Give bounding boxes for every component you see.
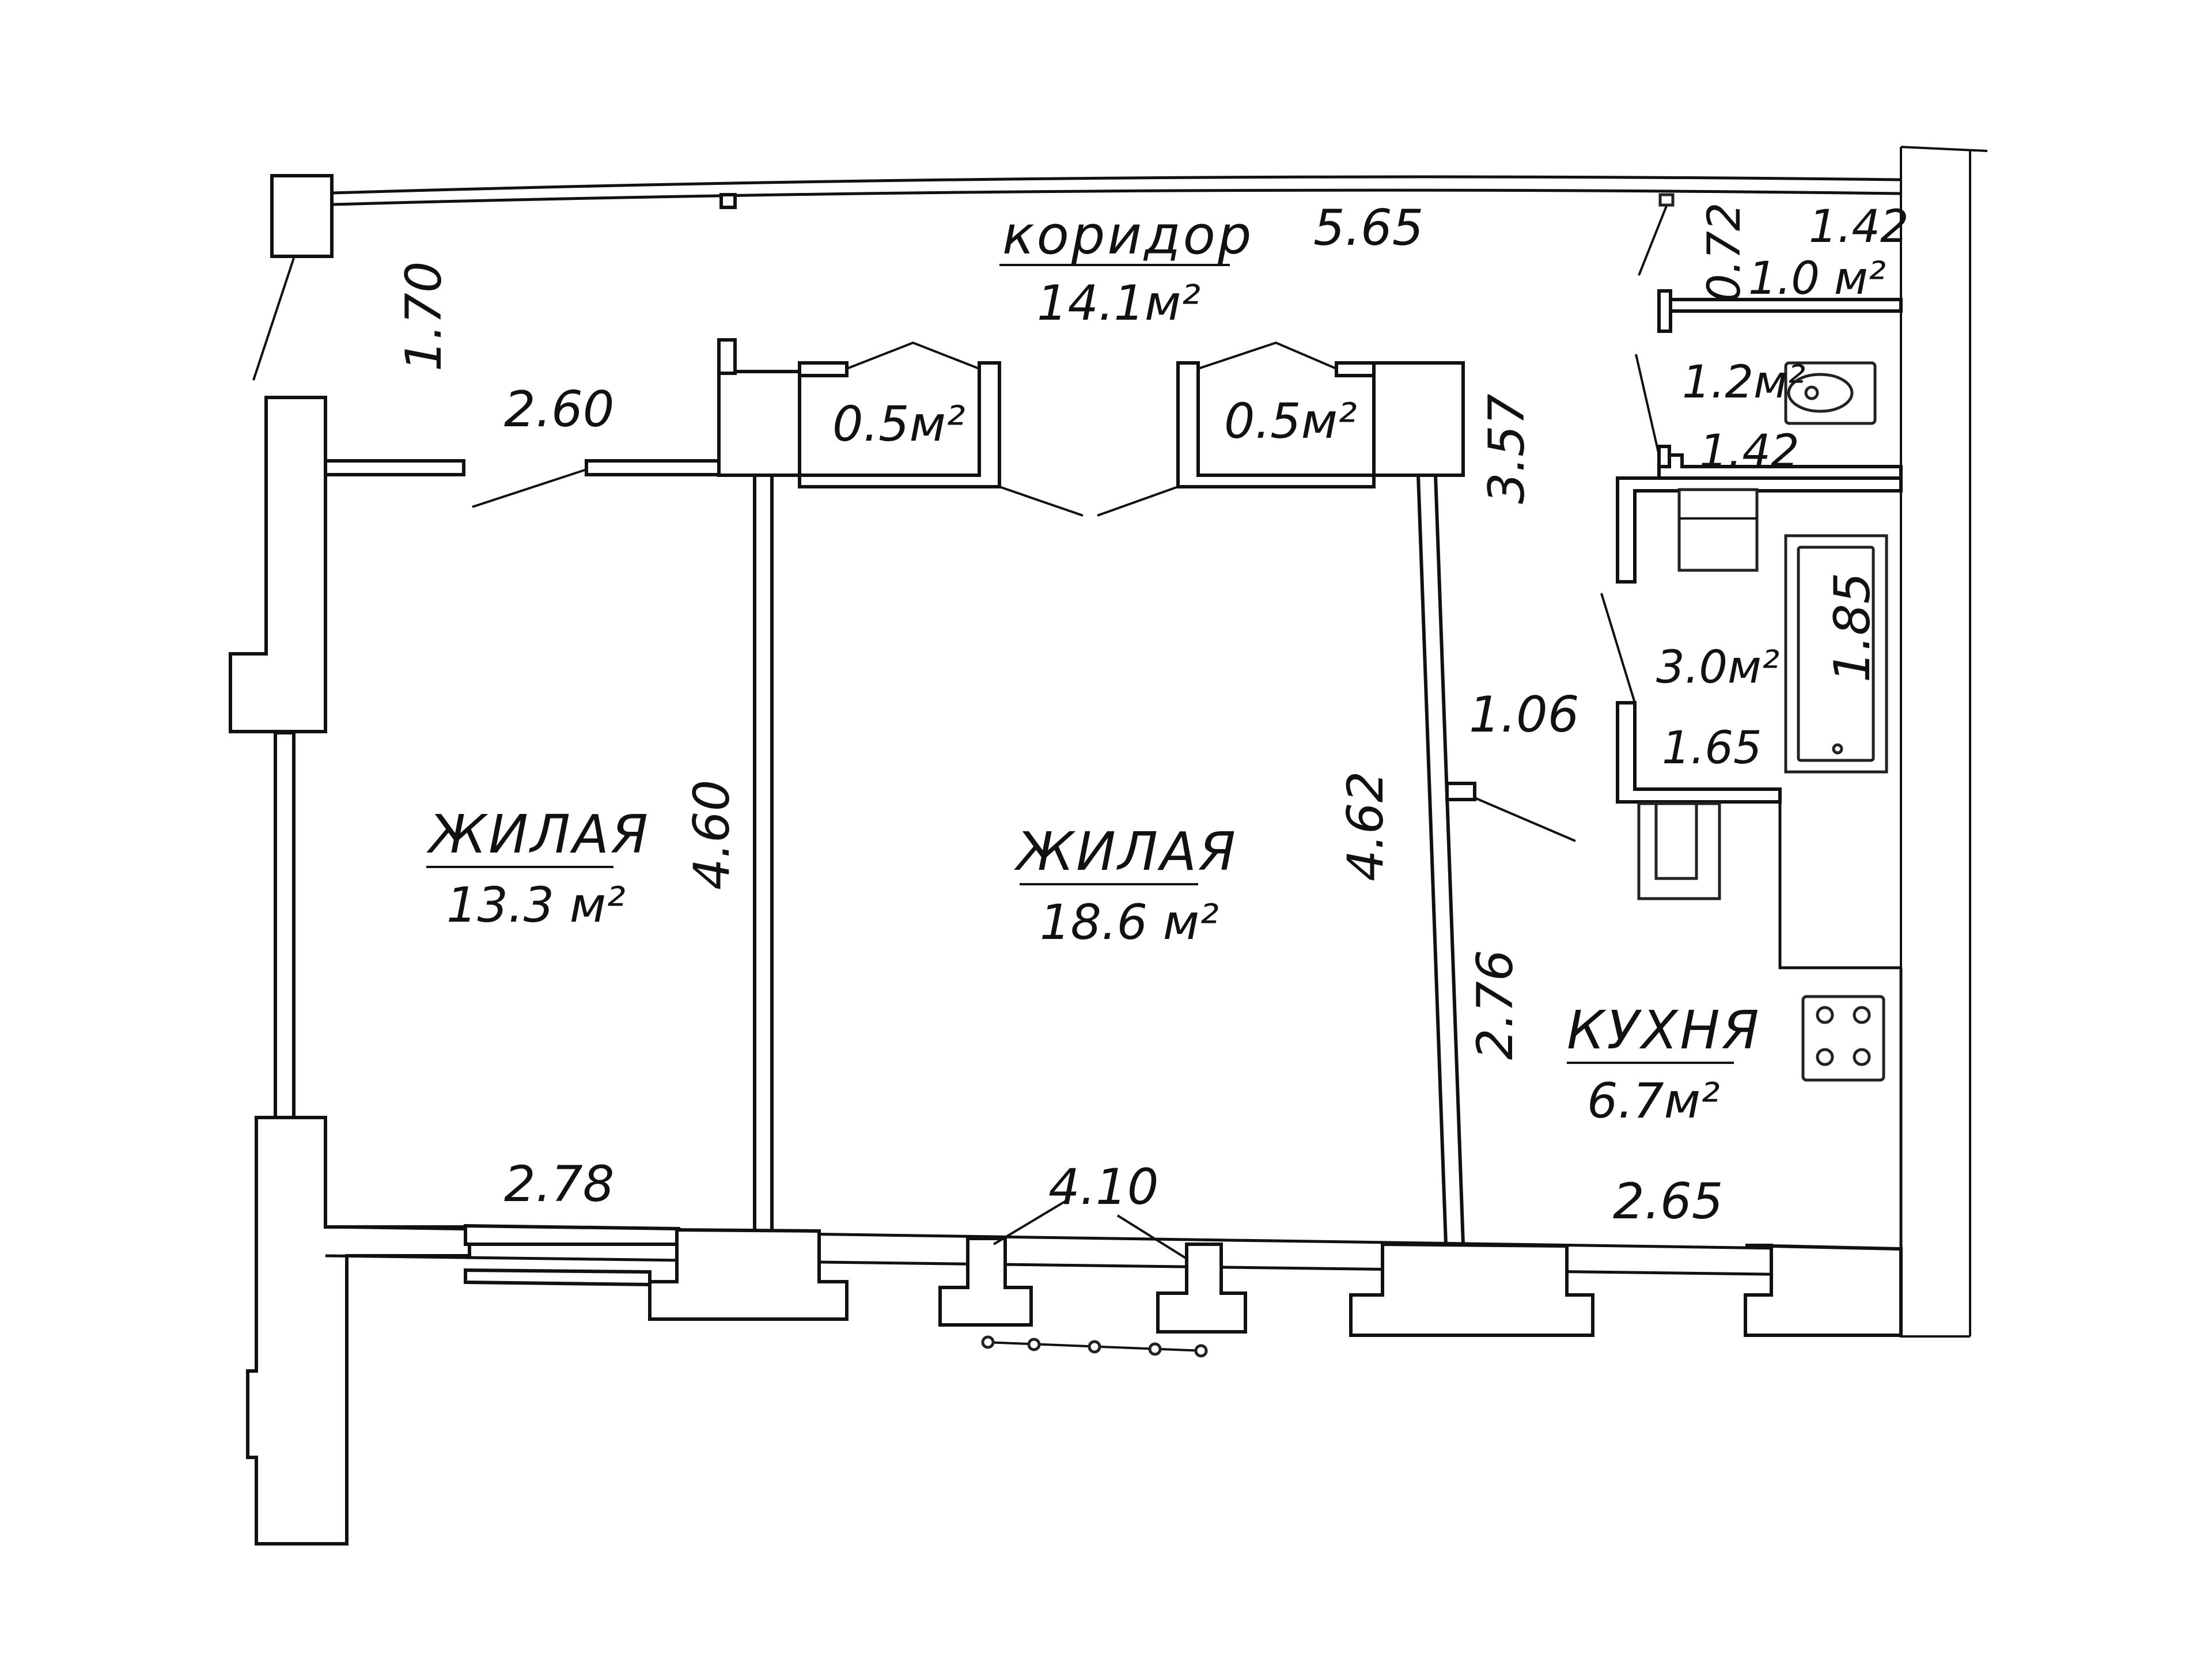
partition-center-kitchen [1416,474,1576,1246]
entrance-door-swing [252,257,295,381]
sanitary-block [1600,193,1903,804]
dim-storage-depth: 0.72 [1699,202,1751,302]
dim-center-room-length: 4.62 [1337,771,1395,881]
dim-left-room-width: 2.78 [504,1156,614,1213]
stove-icon [1801,995,1885,1082]
bathroom-door-swing [1600,593,1636,703]
center-room-door-swing [999,486,1179,517]
bottom-exterior-wall [325,1200,1903,1358]
dim-kitchen-length: 2.76 [1467,950,1524,1060]
sink-icon [1677,488,1759,572]
closet-right-area: 0.5м² [1224,393,1357,449]
bathroom-area: 3.0м² [1656,642,1779,694]
living-left-area: 13.3 м² [446,877,626,933]
kitchen-name: КУХНЯ [1567,999,1762,1061]
corridor-name: коридор [1002,204,1253,266]
dim-hall-depth: 2.60 [504,381,614,438]
bathtub-icon [1784,534,1888,774]
living-left-name: ЖИЛАЯ [426,804,650,865]
kitchen-outer-wall [1778,789,1903,1249]
storage-area: 1.0 м² [1748,253,1886,305]
kitchen-door-swing [1474,797,1576,842]
storage-door-swing [1638,198,1671,276]
dim-kitchen-width: 2.65 [1613,1173,1723,1230]
dim-left-room-length: 4.60 [683,780,741,890]
dim-corridor-left-width: 1.70 [395,262,453,372]
dim-center-room-width: 4.10 [1048,1158,1158,1216]
living-center-area: 18.6 м² [1040,894,1219,950]
closet-left [717,338,1001,488]
left-exterior-wall [229,396,471,1546]
cabinet-icon [1637,802,1721,900]
corridor-top-wall [252,174,1902,381]
right-exterior-wall [1900,146,1988,1338]
dim-toilet-width: 1.42 [1699,426,1800,478]
corridor-area: 14.1м² [1037,275,1200,331]
balcony-door-swing-right [1116,1214,1188,1260]
kitchen-area: 6.7м² [1587,1073,1720,1129]
balcony-door-swing-left [993,1200,1067,1245]
dim-center-depth: 3.57 [1478,394,1536,504]
dim-passage-width: 1.06 [1469,686,1579,744]
dim-corridor-length: 5.65 [1313,199,1423,257]
dim-bathroom-width: 1.65 [1662,722,1762,774]
dim-bath-length: 1.85 [1824,573,1881,683]
partition-left-center [753,474,774,1237]
hall-partition [324,459,723,508]
dim-storage-width: 1.42 [1809,201,1909,253]
toilet-door-swing [1635,354,1660,456]
toilet-area: 1.2м² [1682,357,1805,408]
closet-right [999,341,1465,517]
closet-left-area: 0.5м² [832,396,965,452]
toilet-icon [1784,361,1877,425]
living-center-name: ЖИЛАЯ [1014,821,1238,882]
